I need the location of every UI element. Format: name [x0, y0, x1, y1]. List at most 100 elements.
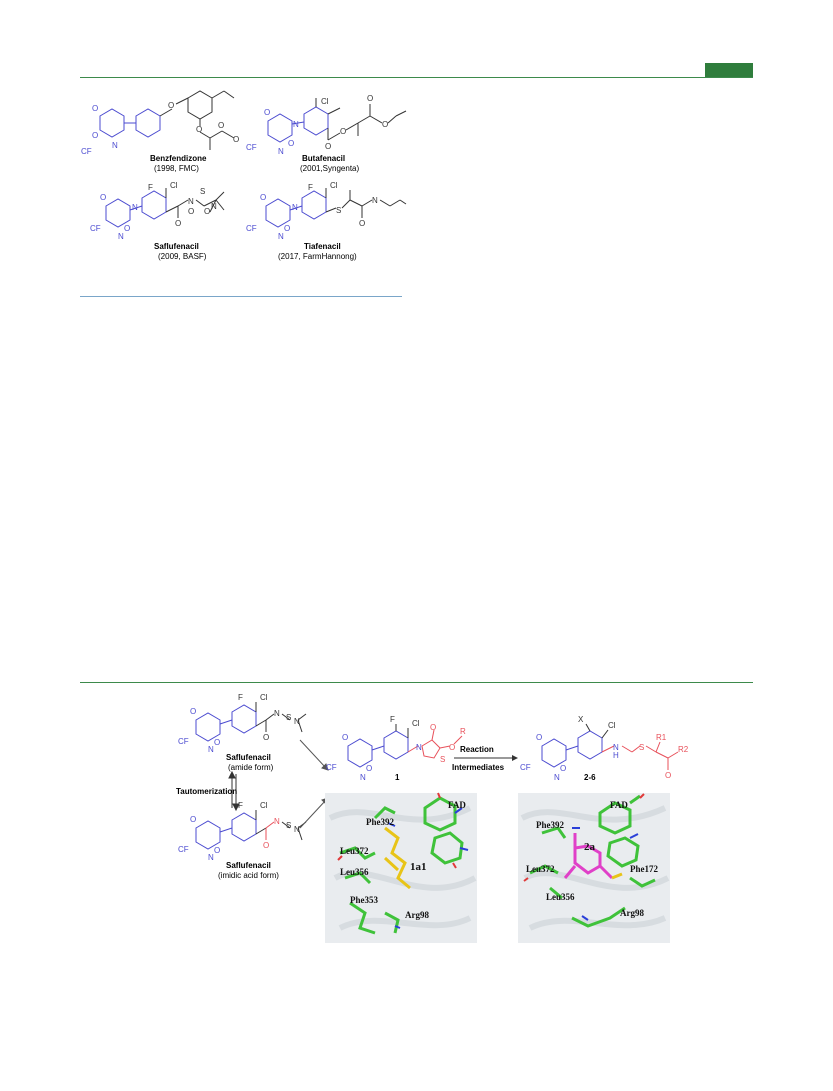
svg-text:O: O: [449, 743, 455, 752]
svg-text:O: O: [367, 94, 373, 103]
saflufenacil-structure: [105, 188, 225, 228]
svg-text:O: O: [92, 104, 98, 113]
svg-text:O: O: [190, 707, 196, 716]
svg-text:Cl: Cl: [260, 801, 268, 810]
svg-text:O: O: [430, 723, 436, 732]
svg-text:R2: R2: [678, 745, 689, 754]
tautomerization-label: Tautomerization: [176, 787, 237, 796]
svg-text:F: F: [238, 693, 243, 702]
docking-panel-left: FAD Phe392 Leu372 Leu356 Phe353 Arg98 1a…: [325, 792, 477, 943]
svg-text:N: N: [360, 773, 366, 782]
butafenacil-atoms: Cl O O O O O O CF N N: [246, 94, 388, 156]
svg-text:R1: R1: [656, 733, 667, 742]
svg-text:O: O: [190, 815, 196, 824]
left-residue-arg98: Arg98: [405, 910, 429, 920]
svg-text:O: O: [359, 219, 365, 228]
svg-text:O: O: [288, 139, 294, 148]
amide-form-label: (amide form): [228, 763, 274, 772]
imidic-form-atoms: F Cl O N S N O O CF N: [178, 801, 300, 862]
svg-text:O: O: [188, 207, 194, 216]
svg-text:N: N: [278, 147, 284, 156]
svg-text:S: S: [440, 755, 445, 764]
figure1-bottom-rule: [80, 296, 402, 297]
svg-text:O: O: [382, 120, 388, 129]
svg-text:S: S: [639, 743, 644, 752]
svg-text:N: N: [274, 709, 280, 718]
tiafenacil-name: Tiafenacil: [304, 242, 341, 251]
svg-text:O: O: [233, 135, 239, 144]
right-ligand-label: 2a: [584, 841, 596, 853]
right-residue-fad: FAD: [610, 800, 628, 810]
svg-text:O: O: [366, 764, 372, 773]
svg-text:O: O: [168, 101, 174, 110]
tiafenacil-structure: [265, 188, 407, 228]
svg-text:H: H: [613, 751, 619, 760]
svg-text:S: S: [286, 821, 291, 830]
svg-text:CF: CF: [178, 845, 189, 854]
svg-text:N: N: [278, 232, 284, 241]
svg-text:CF: CF: [90, 224, 101, 233]
svg-text:N: N: [292, 203, 298, 212]
svg-text:O: O: [536, 733, 542, 742]
svg-text:O: O: [560, 764, 566, 773]
compound-1-structure: [347, 724, 463, 768]
svg-text:N: N: [188, 197, 194, 206]
svg-text:O: O: [196, 125, 202, 134]
compound-2-6-atoms: X Cl N H S R1 R2 O O O CF N: [520, 715, 689, 782]
compound-2-6-label: 2-6: [584, 773, 596, 782]
svg-text:Cl: Cl: [321, 97, 329, 106]
left-residue-leu372: Leu372: [340, 846, 369, 856]
svg-text:O: O: [263, 841, 269, 850]
svg-text:CF: CF: [326, 763, 337, 772]
svg-text:O: O: [284, 224, 290, 233]
svg-text:N: N: [208, 853, 214, 862]
right-residue-arg98: Arg98: [620, 908, 644, 918]
svg-text:CF: CF: [520, 763, 531, 772]
reaction-label-bottom: Intermediates: [452, 763, 505, 772]
svg-text:O: O: [92, 131, 98, 140]
svg-text:R: R: [460, 727, 466, 736]
left-residue-phe353: Phe353: [350, 895, 378, 905]
saflufenacil-info: (2009, BASF): [158, 252, 207, 261]
svg-text:O: O: [342, 733, 348, 742]
tiafenacil-atoms: F Cl S O N O O CF N N: [246, 181, 378, 241]
benzfendizone-atoms: O O O O O O CF N: [81, 101, 239, 156]
svg-text:N: N: [554, 773, 560, 782]
left-residue-leu356: Leu356: [340, 867, 369, 877]
compound-2-6-structure: [541, 723, 679, 770]
svg-text:Cl: Cl: [260, 693, 268, 702]
svg-text:O: O: [175, 219, 181, 228]
tiafenacil-info: (2017, FarmHannong): [278, 252, 357, 261]
svg-text:N: N: [211, 202, 217, 211]
benzfendizone-structure: [99, 90, 235, 150]
svg-text:N: N: [294, 825, 300, 834]
butafenacil-name: Butafenacil: [302, 154, 345, 163]
butafenacil-info: (2001,Syngenta): [300, 164, 359, 173]
reaction-label-top: Reaction: [460, 745, 494, 754]
right-residue-phe172: Phe172: [630, 864, 658, 874]
imidic-form-label: (imidic acid form): [218, 871, 279, 880]
svg-text:Cl: Cl: [170, 181, 178, 190]
svg-text:N: N: [613, 743, 619, 752]
svg-text:O: O: [214, 846, 220, 855]
svg-text:O: O: [340, 127, 346, 136]
svg-text:O: O: [325, 142, 331, 151]
compound-1-label: 1: [395, 773, 400, 782]
svg-text:N: N: [294, 717, 300, 726]
svg-text:O: O: [665, 771, 671, 780]
svg-text:O: O: [124, 224, 130, 233]
benzfendizone-name: Benzfendizone: [150, 154, 207, 163]
svg-text:N: N: [112, 141, 118, 150]
left-ligand-label: 1a1: [410, 861, 427, 873]
amide-form-structure: [195, 702, 307, 742]
svg-text:F: F: [238, 801, 243, 810]
svg-text:CF: CF: [246, 224, 257, 233]
left-residue-fad: FAD: [448, 800, 466, 810]
svg-text:CF: CF: [246, 143, 257, 152]
right-residue-phe392: Phe392: [536, 820, 564, 830]
svg-text:N: N: [372, 196, 378, 205]
svg-text:CF: CF: [178, 737, 189, 746]
right-residue-leu356: Leu356: [546, 892, 575, 902]
svg-text:Cl: Cl: [330, 181, 338, 190]
tautomerization-arrows: [228, 770, 240, 812]
